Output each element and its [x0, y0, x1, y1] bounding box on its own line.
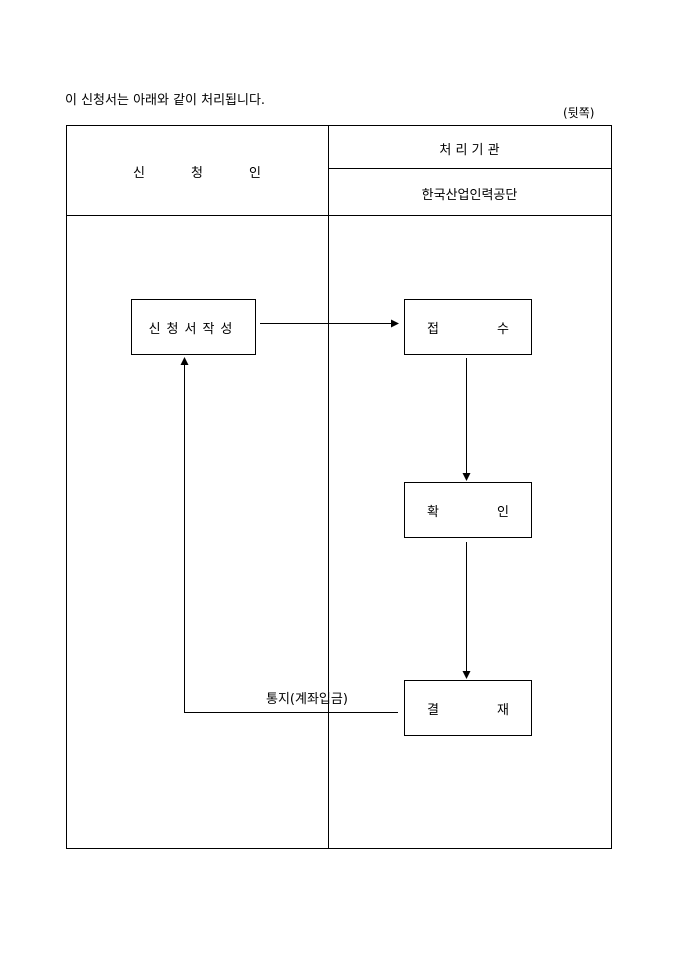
- arrow-notice-return: [180, 357, 398, 713]
- step-write-application: 신청서작성: [131, 299, 256, 355]
- processing-org-label: 처 리 기 관: [439, 143, 500, 158]
- applicant-char: 청: [191, 166, 203, 181]
- table-border: [66, 125, 612, 849]
- applicant-char: 신: [133, 166, 146, 181]
- applicant-header: 신 청 인: [66, 162, 328, 181]
- intro-text: 이 신청서는 아래와 같이 처리됩니다.: [65, 93, 266, 108]
- step-label: 접: [427, 321, 439, 337]
- step-label: 확: [427, 504, 439, 520]
- page-side-label: (뒷쪽): [563, 106, 595, 120]
- step-label: 인: [497, 504, 509, 520]
- step-label: 신청서작성: [148, 321, 239, 337]
- step-label: 수: [497, 321, 509, 337]
- step-receipt: 접 수: [404, 299, 532, 355]
- processing-org-name: 한국산업인력공단: [421, 188, 518, 203]
- step-confirm: 확 인: [404, 482, 532, 538]
- step-label: 재: [497, 702, 509, 718]
- notice-label: 통지(계좌입금): [266, 692, 348, 707]
- step-label: 결: [427, 702, 439, 718]
- step-approval: 결 재: [404, 680, 532, 736]
- applicant-char: 인: [248, 166, 261, 181]
